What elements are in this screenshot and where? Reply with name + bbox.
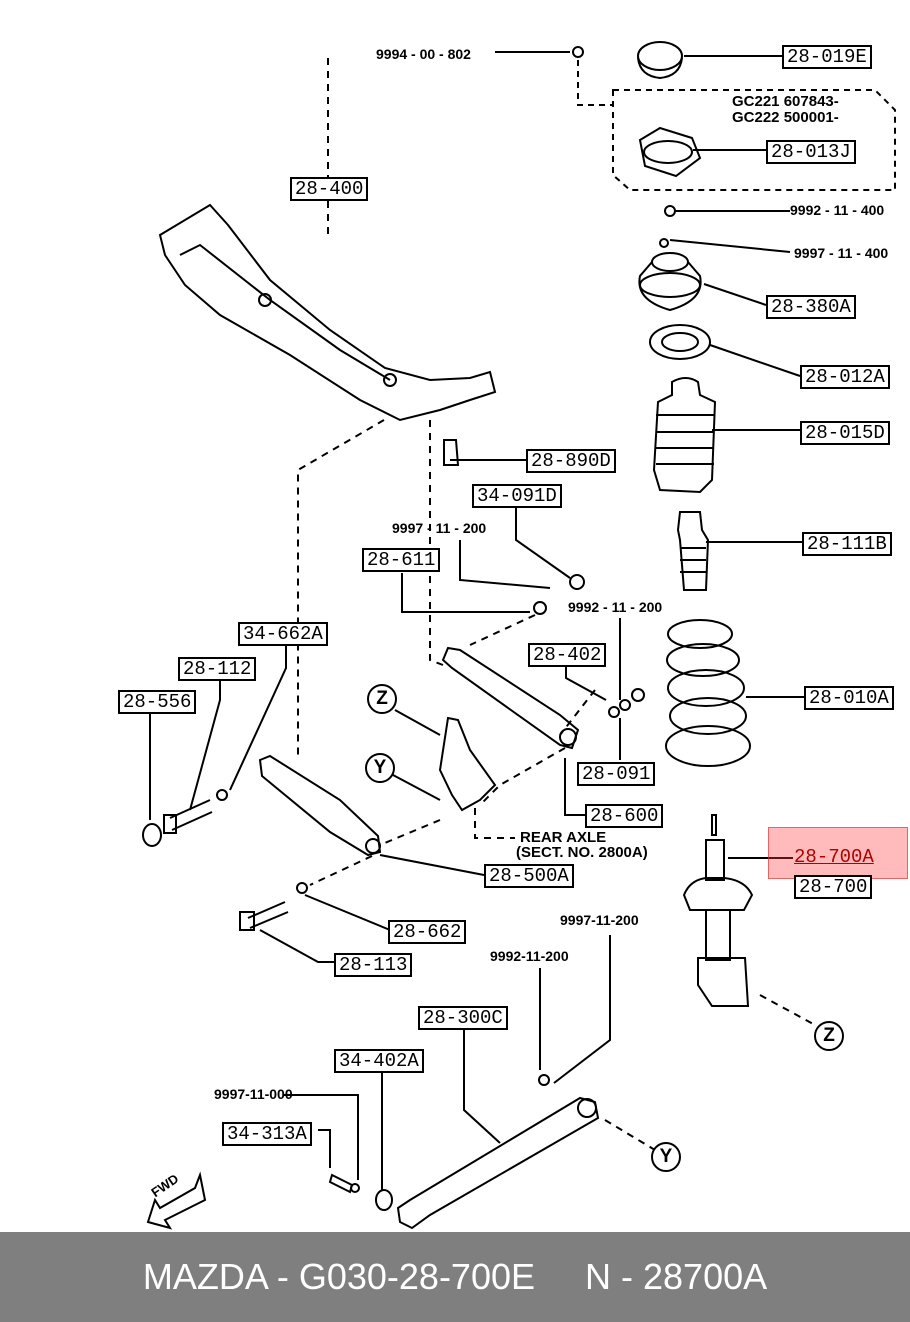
part-number-9997-11-200: 9997 - 11 - 200 xyxy=(392,520,487,536)
part-label-28-500A: 28-500A xyxy=(484,864,574,888)
dust-cap-drawing xyxy=(637,41,683,80)
diagram-drawing xyxy=(142,41,896,1230)
part-number-9992-11-200-lower: 9992-11-200 xyxy=(490,948,569,964)
part-label-28-611: 28-611 xyxy=(362,548,441,572)
part-number-9992-11-400: 9992 - 11 - 400 xyxy=(790,202,885,218)
serial-note-line2: GC222 500001- xyxy=(732,109,839,126)
part-number-9992-11-200: 9992 - 11 - 200 xyxy=(568,599,663,615)
part-label-28-662: 28-662 xyxy=(388,920,467,944)
callout-y-upper: Y xyxy=(365,753,395,783)
part-label-28-700A: 28-700A xyxy=(794,846,874,868)
callout-z-upper: Z xyxy=(367,684,397,714)
serial-note-line1: GC221 607843- xyxy=(732,93,839,110)
part-label-28-600: 28-600 xyxy=(585,804,664,828)
trailing-link-drawing xyxy=(258,754,382,857)
part-label-28-091: 28-091 xyxy=(577,762,656,786)
lateral-link-drawing xyxy=(441,646,580,750)
fwd-arrow-drawing xyxy=(146,1171,207,1230)
part-label-34-402A: 34-402A xyxy=(334,1049,424,1073)
part-label-28-019E: 28-019E xyxy=(782,45,872,69)
coil-spring-drawing xyxy=(665,619,751,767)
callout-y-lower: Y xyxy=(651,1142,681,1172)
lower-arm-drawing xyxy=(396,1096,600,1230)
rear-axle-note-line2: (SECT. NO. 2800A) xyxy=(516,844,648,861)
part-label-28-113: 28-113 xyxy=(334,953,413,977)
part-label-28-112: 28-112 xyxy=(178,657,257,681)
callout-z-lower: Z xyxy=(814,1021,844,1051)
part-label-28-013J: 28-013J xyxy=(766,140,856,164)
part-label-34-091D: 34-091D xyxy=(472,484,562,508)
shock-absorber-drawing xyxy=(682,814,754,1007)
part-label-28-012A: 28-012A xyxy=(800,365,890,389)
parts-diagram: 28-019E 28-013J 28-400 28-380A 28-012A 2… xyxy=(118,41,908,1230)
part-label-28-402: 28-402 xyxy=(528,643,607,667)
part-label-28-111B: 28-111B xyxy=(802,532,892,556)
part-number-9997-11-200-lower: 9997-11-200 xyxy=(560,912,639,928)
part-label-28-015D: 28-015D xyxy=(800,421,890,445)
footer-bar: MAZDA - G030-28-700E N - 28700A xyxy=(0,1232,910,1322)
part-number-9997-11-000: 9997-11-000 xyxy=(214,1086,293,1102)
part-label-28-890D: 28-890D xyxy=(526,449,616,473)
part-label-28-300C: 28-300C xyxy=(418,1006,508,1030)
part-label-34-313A: 34-313A xyxy=(222,1122,312,1146)
crossmember-drawing xyxy=(158,203,497,422)
dust-boot-drawing xyxy=(652,377,717,494)
rear-axle-note-line1: REAR AXLE xyxy=(520,829,607,846)
part-label-28-400: 28-400 xyxy=(290,177,369,201)
strut-mount-drawing xyxy=(638,252,702,312)
bump-stop-drawing xyxy=(676,511,710,591)
part-label-28-700: 28-700 xyxy=(794,875,873,899)
part-number-9997-11-400: 9997 - 11 - 400 xyxy=(794,245,889,261)
part-label-28-556: 28-556 xyxy=(118,690,197,714)
footer-caption: MAZDA - G030-28-700E N - 28700A xyxy=(142,1256,768,1297)
part-number-9994-00-802: 9994 - 00 - 802 xyxy=(376,46,471,62)
part-label-28-380A: 28-380A xyxy=(766,295,856,319)
part-label-28-010A: 28-010A xyxy=(804,686,894,710)
part-label-34-662A: 34-662A xyxy=(238,622,328,646)
